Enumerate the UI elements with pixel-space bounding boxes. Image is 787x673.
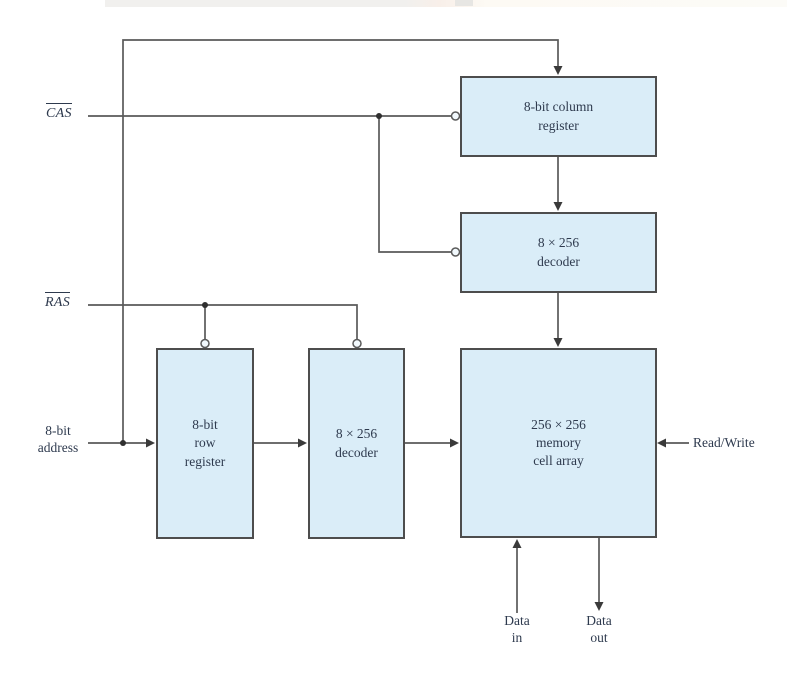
arrowhead-data-out bbox=[594, 602, 604, 611]
page-scan-artifact-strip bbox=[105, 0, 787, 7]
address-input-label: 8-bit address bbox=[20, 423, 96, 457]
ras-overline-text: RAS bbox=[45, 292, 71, 312]
column-decoder-label-line1: 8 × 256 bbox=[537, 235, 580, 251]
column-register-label-line1: 8-bit column bbox=[523, 99, 594, 115]
row-register-label-line3: register bbox=[184, 453, 226, 469]
read-write-label: Read/Write bbox=[693, 435, 755, 450]
page-scan-artifact-blip bbox=[455, 0, 473, 6]
data-in-label-line2: in bbox=[511, 629, 523, 645]
wire-cas-branch bbox=[378, 116, 452, 253]
bubble-column-register-input bbox=[450, 111, 461, 121]
column-decoder-label-line2: decoder bbox=[537, 253, 580, 269]
arrowhead-data-in bbox=[512, 539, 522, 548]
row-decoder-label-line2: decoder bbox=[335, 444, 378, 460]
memory-array-label-line1: 256 × 256 bbox=[531, 416, 586, 432]
memory-array-label-line3: cell array bbox=[533, 453, 584, 469]
arrowhead-into-row-decoder bbox=[298, 438, 307, 448]
junction-dot-cas bbox=[376, 113, 382, 119]
bubble-row-decoder-input bbox=[352, 338, 362, 349]
cas-signal-label: CAS bbox=[46, 103, 72, 123]
wire-ras-main bbox=[88, 304, 358, 340]
data-out-label-line1: Data bbox=[586, 613, 612, 628]
arrowhead-into-memory-top bbox=[553, 338, 563, 347]
memory-cell-array-box: 256 × 256 memory cell array bbox=[460, 348, 657, 538]
column-register-box: 8-bit column register bbox=[460, 76, 657, 157]
address-label-line1: 8-bit bbox=[45, 423, 71, 438]
row-register-box: 8-bit row register bbox=[156, 348, 254, 539]
ras-signal-label: RAS bbox=[45, 292, 71, 312]
address-label-line2: address bbox=[37, 439, 79, 455]
memory-array-label-line2: memory bbox=[536, 434, 581, 450]
column-register-label-line2: register bbox=[538, 117, 579, 133]
bubble-row-register-input bbox=[200, 338, 210, 349]
row-register-label-line2: row bbox=[194, 435, 216, 451]
arrowhead-into-memory-left bbox=[450, 438, 459, 448]
arrowhead-into-column-decoder bbox=[553, 202, 563, 211]
bubble-column-decoder-input bbox=[450, 247, 461, 257]
arrowhead-into-column-register bbox=[553, 66, 563, 75]
row-decoder-label-line1: 8 × 256 bbox=[335, 426, 378, 442]
arrowhead-into-row-register bbox=[146, 438, 155, 448]
row-register-label-line1: 8-bit bbox=[192, 417, 218, 433]
data-out-label-line2: out bbox=[590, 629, 608, 645]
column-decoder-box: 8 × 256 decoder bbox=[460, 212, 657, 293]
cas-overline-text: CAS bbox=[46, 103, 72, 123]
data-out-label: Data out bbox=[563, 613, 635, 647]
junction-dot-ras bbox=[202, 302, 208, 308]
data-in-label-line1: Data bbox=[504, 613, 530, 628]
wire-address-to-column-register bbox=[122, 39, 559, 443]
junction-dot-address bbox=[120, 440, 126, 446]
arrowhead-readwrite bbox=[657, 438, 666, 448]
row-decoder-box: 8 × 256 decoder bbox=[308, 348, 405, 539]
data-in-label: Data in bbox=[481, 613, 553, 647]
